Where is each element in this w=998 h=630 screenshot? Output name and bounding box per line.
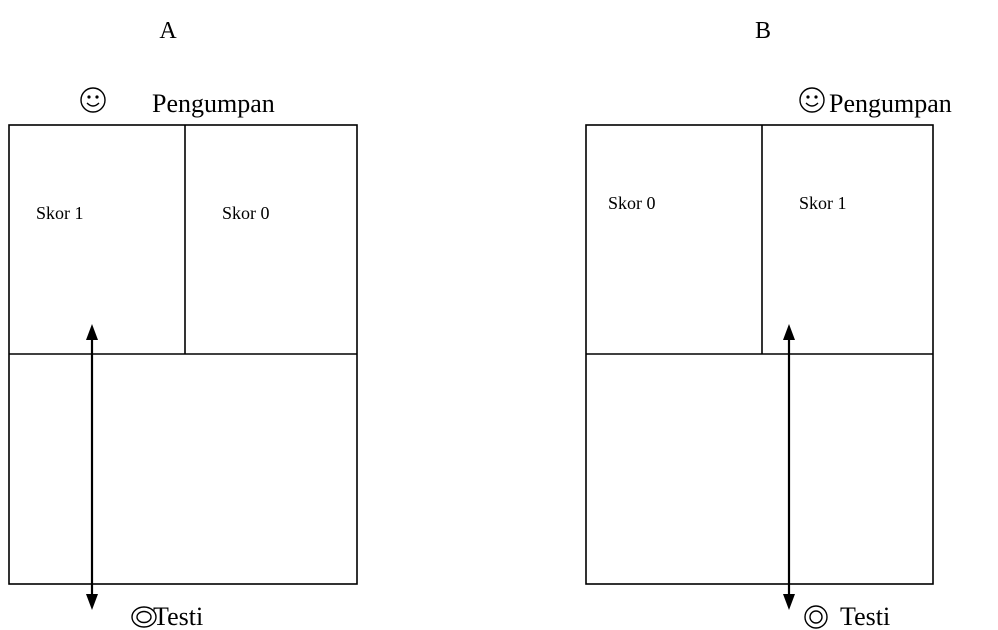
panel-b: B Pengumpan Skor 0 Skor 1 Testi [585,18,952,630]
target-circle-icon [131,606,157,628]
panel-a-double-arrow [86,324,98,610]
smiley-face-icon [80,87,106,113]
panel-a-tester-label: Testi [153,602,203,630]
target-circle-icon [804,605,828,629]
panel-b-tester-label: Testi [840,602,890,630]
panel-b-feeder-label: Pengumpan [829,89,952,118]
panel-b-left-score: Skor 0 [608,193,656,213]
panel-a-left-score: Skor 1 [36,203,84,223]
panel-a-letter: A [159,18,177,44]
panel-b-right-score: Skor 1 [799,193,847,213]
panel-a: A Pengumpan Skor 1 Skor 0 Testi [8,18,358,630]
panel-a-right-score: Skor 0 [222,203,270,223]
panel-a-feeder-label: Pengumpan [152,89,275,118]
panel-b-double-arrow [783,324,795,610]
smiley-face-icon [799,87,825,113]
panel-b-letter: B [755,18,771,44]
